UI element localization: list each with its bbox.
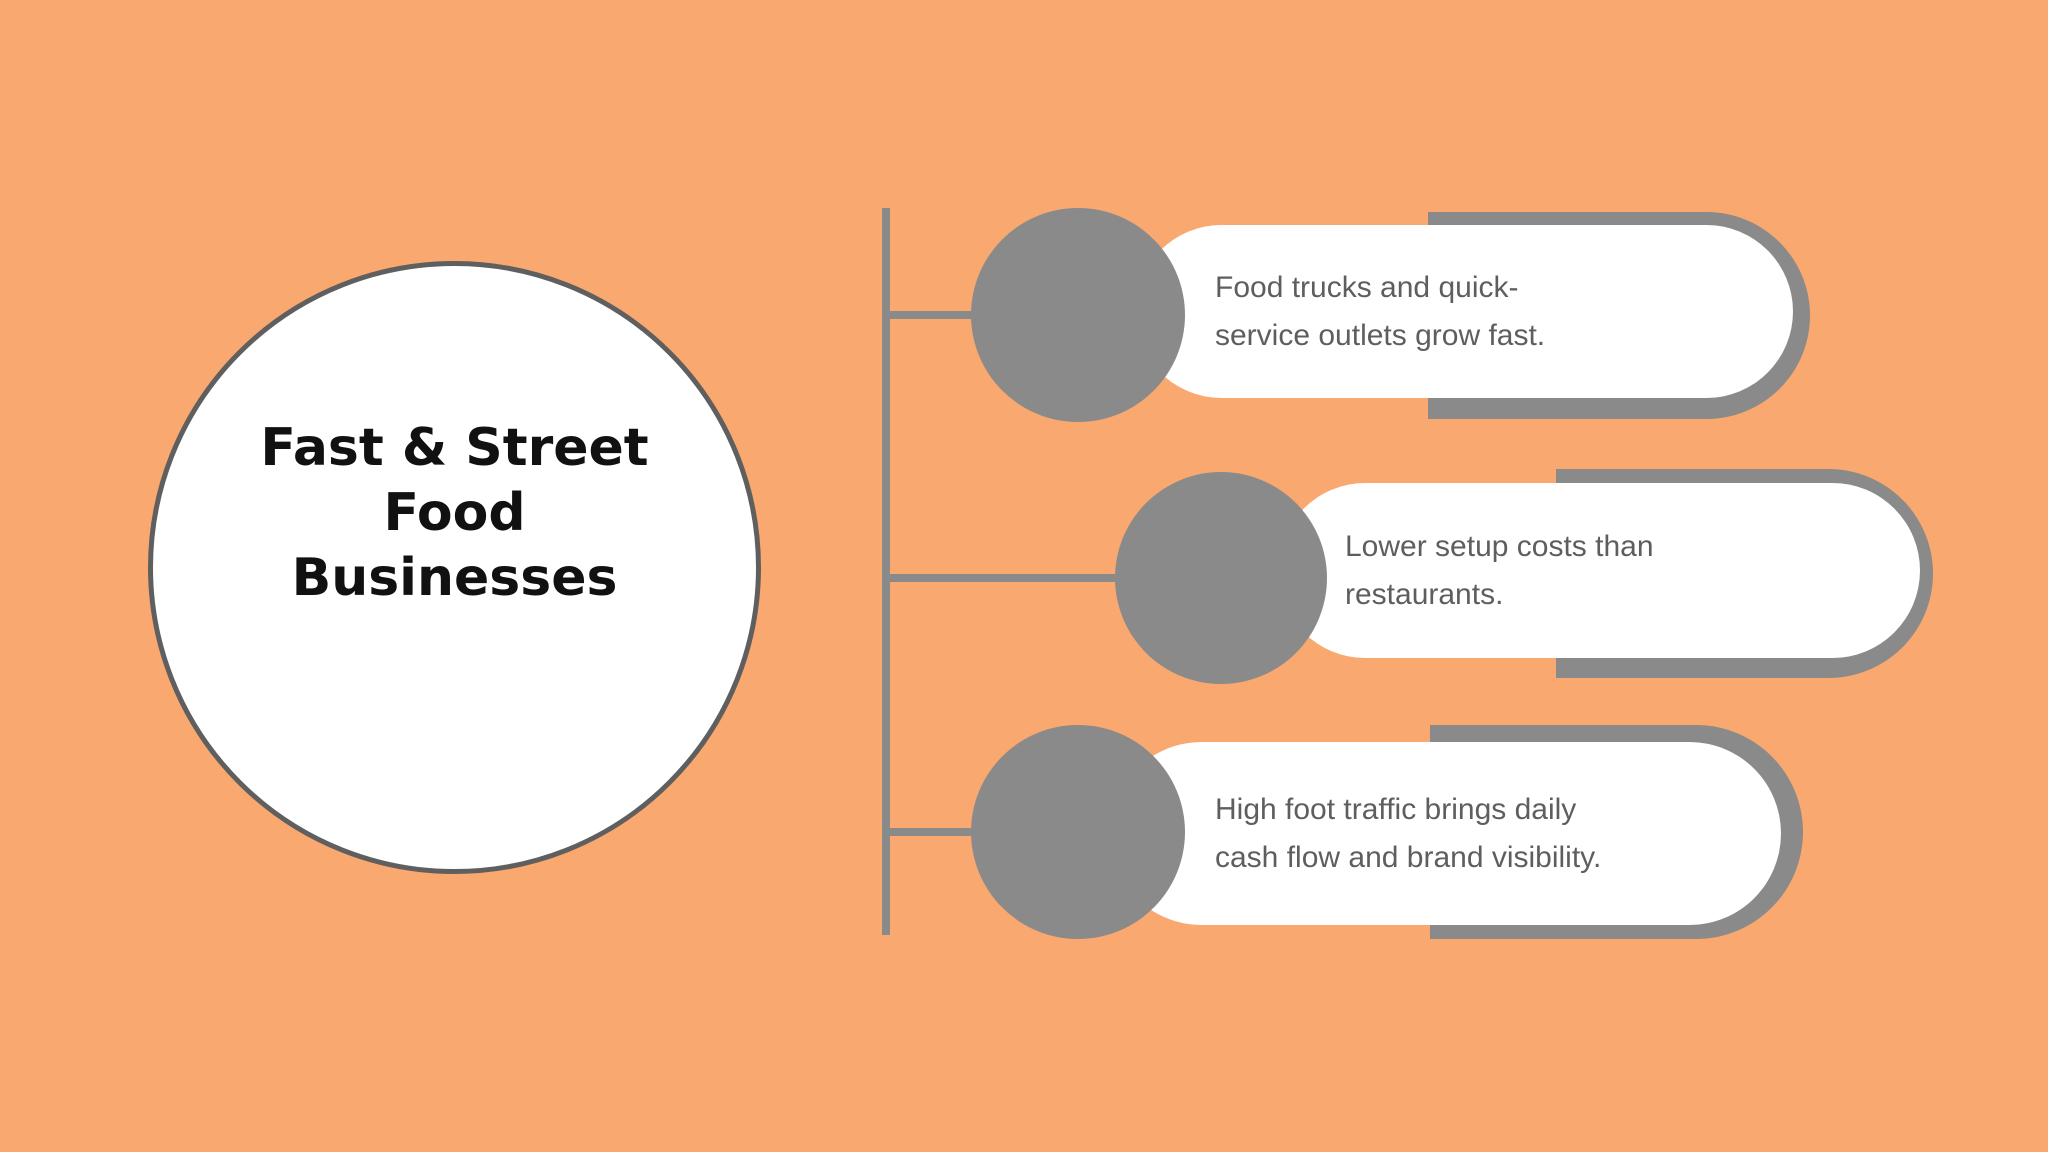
benefit-text-line: Lower setup costs than bbox=[1345, 529, 1654, 563]
benefit-text-line: restaurants. bbox=[1345, 577, 1504, 611]
main-topic-title: Fast & Street Food Businesses bbox=[260, 416, 648, 611]
benefit-pill: Food trucks and quick- service outlets g… bbox=[1135, 225, 1793, 398]
benefit-text-line: cash flow and brand visibility. bbox=[1215, 840, 1602, 874]
branch-line-1 bbox=[882, 311, 992, 319]
tree-trunk-line bbox=[882, 208, 890, 935]
benefit-pill: Lower setup costs than restaurants. bbox=[1278, 483, 1920, 658]
title-line: Fast & Street bbox=[260, 418, 649, 478]
node-circle bbox=[971, 208, 1185, 422]
node-circle bbox=[1115, 472, 1327, 684]
benefit-text: Lower setup costs than restaurants. bbox=[1345, 523, 1654, 619]
node-circle bbox=[971, 725, 1185, 939]
benefit-text-line: service outlets grow fast. bbox=[1215, 318, 1546, 352]
branch-line-3 bbox=[882, 828, 992, 836]
benefit-text-line: High foot traffic brings daily bbox=[1215, 792, 1577, 826]
main-topic-circle: Fast & Street Food Businesses bbox=[148, 261, 761, 874]
benefit-text-line: Food trucks and quick- bbox=[1215, 270, 1519, 304]
benefit-text: Food trucks and quick- service outlets g… bbox=[1215, 264, 1545, 360]
benefit-pill: High foot traffic brings daily cash flow… bbox=[1110, 742, 1781, 925]
title-line: Businesses bbox=[291, 548, 618, 608]
branch-line-2 bbox=[882, 574, 1132, 582]
title-line: Food bbox=[383, 483, 526, 543]
benefit-text: High foot traffic brings daily cash flow… bbox=[1215, 786, 1601, 882]
